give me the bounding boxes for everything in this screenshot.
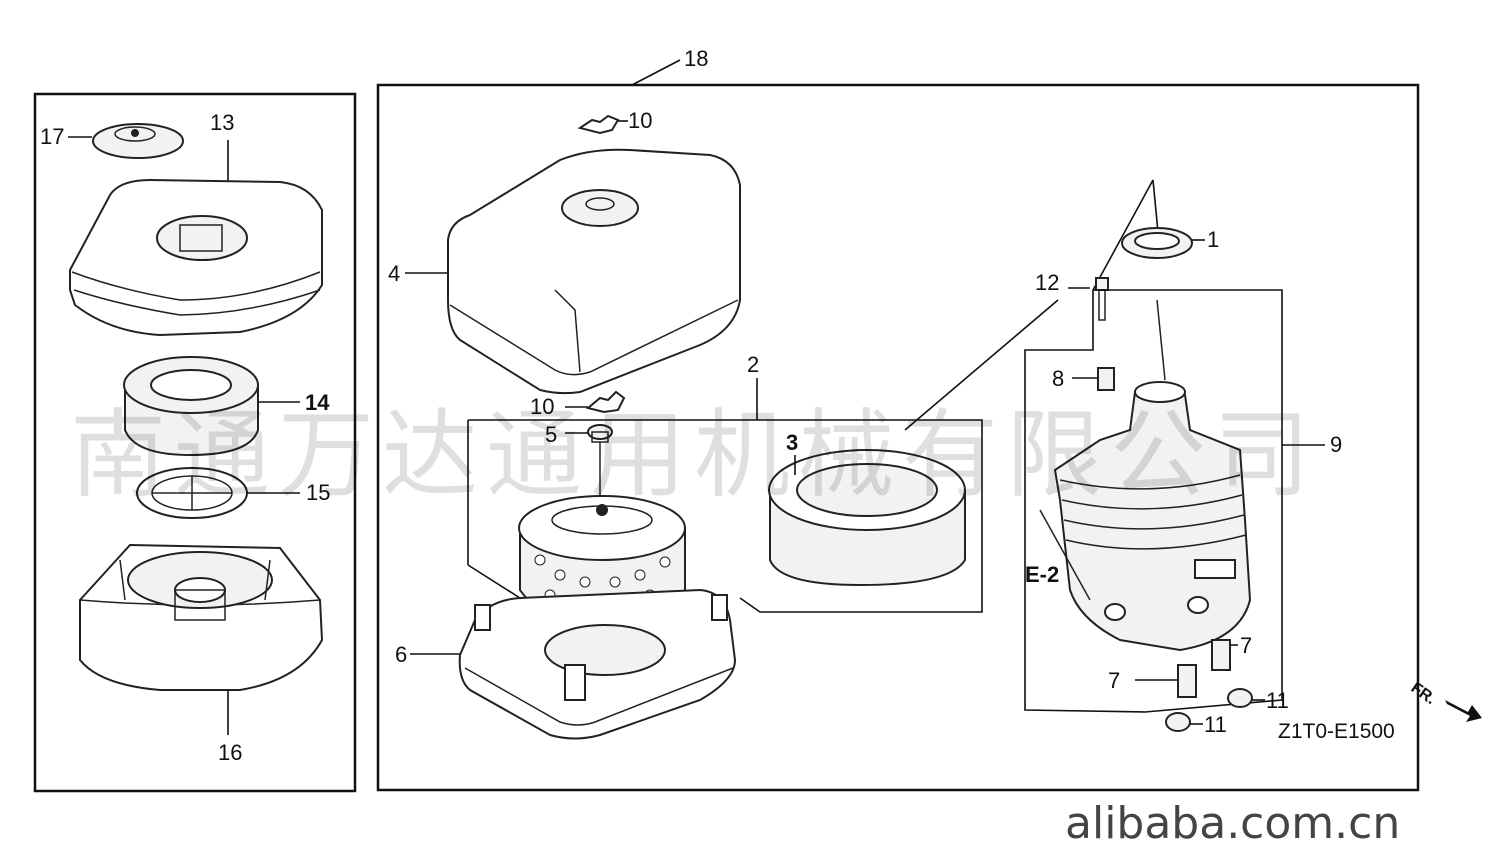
site-watermark: alibaba.com.cn xyxy=(1065,798,1400,849)
part-3-foam-element xyxy=(768,449,966,587)
part-14-filter-element xyxy=(123,356,259,457)
company-watermark: 南通万达通用机械有限公司 xyxy=(70,399,1318,511)
part-7-collar-right xyxy=(1211,639,1231,671)
callout-10-upper: 10 xyxy=(628,108,652,133)
main-panel-frame xyxy=(376,83,1420,792)
callout-17: 17 xyxy=(40,124,64,149)
callout-16: 16 xyxy=(218,740,242,765)
callout-13: 13 xyxy=(210,110,234,135)
callout-4: 4 xyxy=(388,261,400,286)
callout-6: 6 xyxy=(395,642,407,667)
ref-mark-e2: E-2 xyxy=(1025,562,1059,587)
part-17-cap xyxy=(92,123,184,159)
part-11-nut-left xyxy=(1165,712,1191,732)
part-4-air-cleaner-cover xyxy=(447,148,741,395)
part-7-collar-left xyxy=(1177,664,1197,698)
callout-10-lower: 10 xyxy=(530,394,554,419)
part-10-wing-nut-lower xyxy=(585,390,626,414)
part-15-grid xyxy=(136,467,248,519)
callout-15: 15 xyxy=(306,480,330,505)
callout-18: 18 xyxy=(684,46,708,71)
callout-12: 12 xyxy=(1035,270,1059,295)
callout-14: 14 xyxy=(305,390,330,415)
callout-2: 2 xyxy=(747,352,759,377)
callout-5: 5 xyxy=(545,422,557,447)
callout-8: 8 xyxy=(1052,366,1064,391)
callout-1: 1 xyxy=(1207,227,1219,252)
part-16-case xyxy=(79,543,324,691)
part-8-collar xyxy=(1097,367,1115,391)
callout-11-left: 11 xyxy=(1204,712,1227,737)
diagram-code: Z1T0-E1500 xyxy=(1278,720,1395,743)
part-6-base-plate xyxy=(458,588,737,740)
part-10-wing-nut-upper xyxy=(577,114,620,135)
part-12-bolt xyxy=(1095,277,1109,321)
callout-11-right: 11 xyxy=(1266,688,1289,713)
callout-7-left: 7 xyxy=(1108,668,1120,693)
direction-label: FR. xyxy=(1408,679,1439,708)
part-13-cover xyxy=(69,178,323,337)
left-panel-frame xyxy=(33,92,357,793)
part-1-gasket xyxy=(1121,227,1193,259)
callout-3: 3 xyxy=(786,430,798,455)
part-11-nut-right xyxy=(1227,688,1253,708)
callout-7-right: 7 xyxy=(1240,633,1252,658)
callout-9: 9 xyxy=(1330,432,1342,457)
